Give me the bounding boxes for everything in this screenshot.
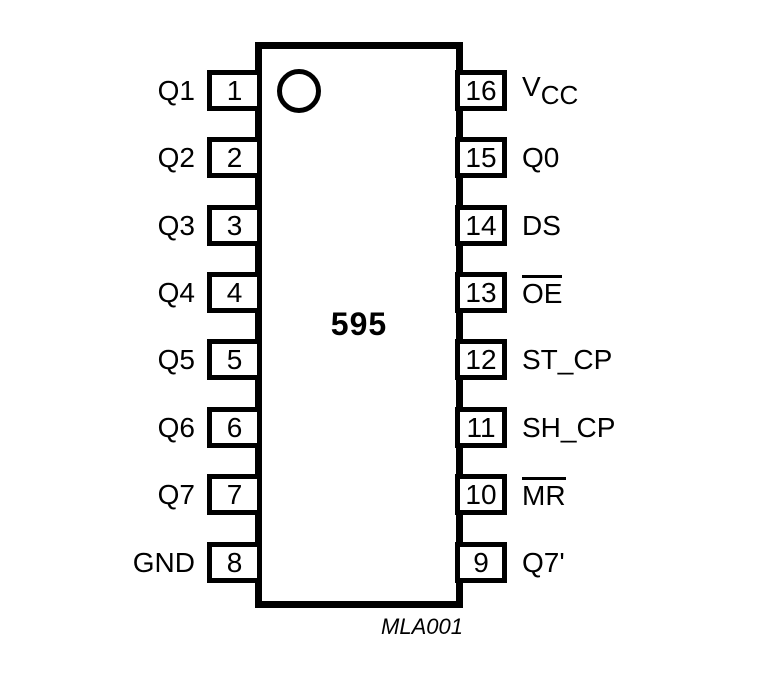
- pin1-indicator-icon: [277, 69, 321, 113]
- pin-row-7: Q7 7: [0, 474, 262, 515]
- pin-row-4: Q4 4: [0, 272, 262, 313]
- pin-row-12: 12 ST_CP: [455, 339, 612, 380]
- pin-number-3: 3: [207, 205, 262, 246]
- pin-number-13: 13: [455, 272, 507, 313]
- pin-label-q2: Q2: [157, 141, 195, 173]
- pin-label-q6: Q6: [157, 411, 195, 443]
- pin-number-1: 1: [207, 70, 262, 111]
- pin-number-4: 4: [207, 272, 262, 313]
- pin-label-q7-prime: Q7': [522, 546, 565, 578]
- pin-number-5: 5: [207, 339, 262, 380]
- pin-label-vcc-subscript: CC: [540, 79, 579, 110]
- pin-label-vcc: VCC: [522, 71, 578, 111]
- pin-label-q7: Q7: [157, 478, 195, 510]
- pin-label-q4: Q4: [157, 276, 195, 308]
- pin-number-14: 14: [455, 205, 507, 246]
- pin-number-9: 9: [455, 542, 507, 583]
- pin-label-q0: Q0: [522, 141, 560, 173]
- pin-label-sh-cp: SH_CP: [522, 411, 616, 443]
- pin-row-10: 10 MR: [455, 474, 566, 515]
- pin-label-q3: Q3: [157, 209, 195, 241]
- pin-number-8: 8: [207, 542, 262, 583]
- pin-label-q5: Q5: [157, 343, 195, 375]
- pin-row-13: 13 OE: [455, 272, 563, 313]
- pin-label-vcc-main: V: [522, 70, 541, 102]
- pin-row-11: 11 SH_CP: [455, 407, 615, 448]
- pin-row-15: 15 Q0: [455, 137, 559, 178]
- pin-label-st-cp: ST_CP: [522, 343, 613, 375]
- pin-row-1: Q1 1: [0, 70, 262, 111]
- pin-number-7: 7: [207, 474, 262, 515]
- pin-label-mr: MR: [522, 477, 566, 510]
- pin-number-11: 11: [455, 407, 507, 448]
- pin-label-gnd: GND: [132, 546, 195, 578]
- pin-number-12: 12: [455, 339, 507, 380]
- pin-row-8: GND 8: [0, 542, 262, 583]
- pin-row-5: Q5 5: [0, 339, 262, 380]
- pin-row-16: 16 VCC: [455, 70, 578, 111]
- pin-row-14: 14 DS: [455, 205, 561, 246]
- pin-row-2: Q2 2: [0, 137, 262, 178]
- pin-row-9: 9 Q7': [455, 542, 565, 583]
- chip-label: 595: [330, 306, 388, 342]
- ic-package-outline: [255, 42, 463, 608]
- pin-number-10: 10: [455, 474, 507, 515]
- pin-label-q1: Q1: [157, 74, 195, 106]
- pin-label-ds: DS: [522, 209, 561, 241]
- pin-row-3: Q3 3: [0, 205, 262, 246]
- pin-number-15: 15: [455, 137, 507, 178]
- pin-number-16: 16: [455, 70, 507, 111]
- pin-number-2: 2: [207, 137, 262, 178]
- pin-row-6: Q6 6: [0, 407, 262, 448]
- figure-code: MLA001: [381, 614, 463, 639]
- pin-label-oe: OE: [522, 275, 563, 308]
- pin-number-6: 6: [207, 407, 262, 448]
